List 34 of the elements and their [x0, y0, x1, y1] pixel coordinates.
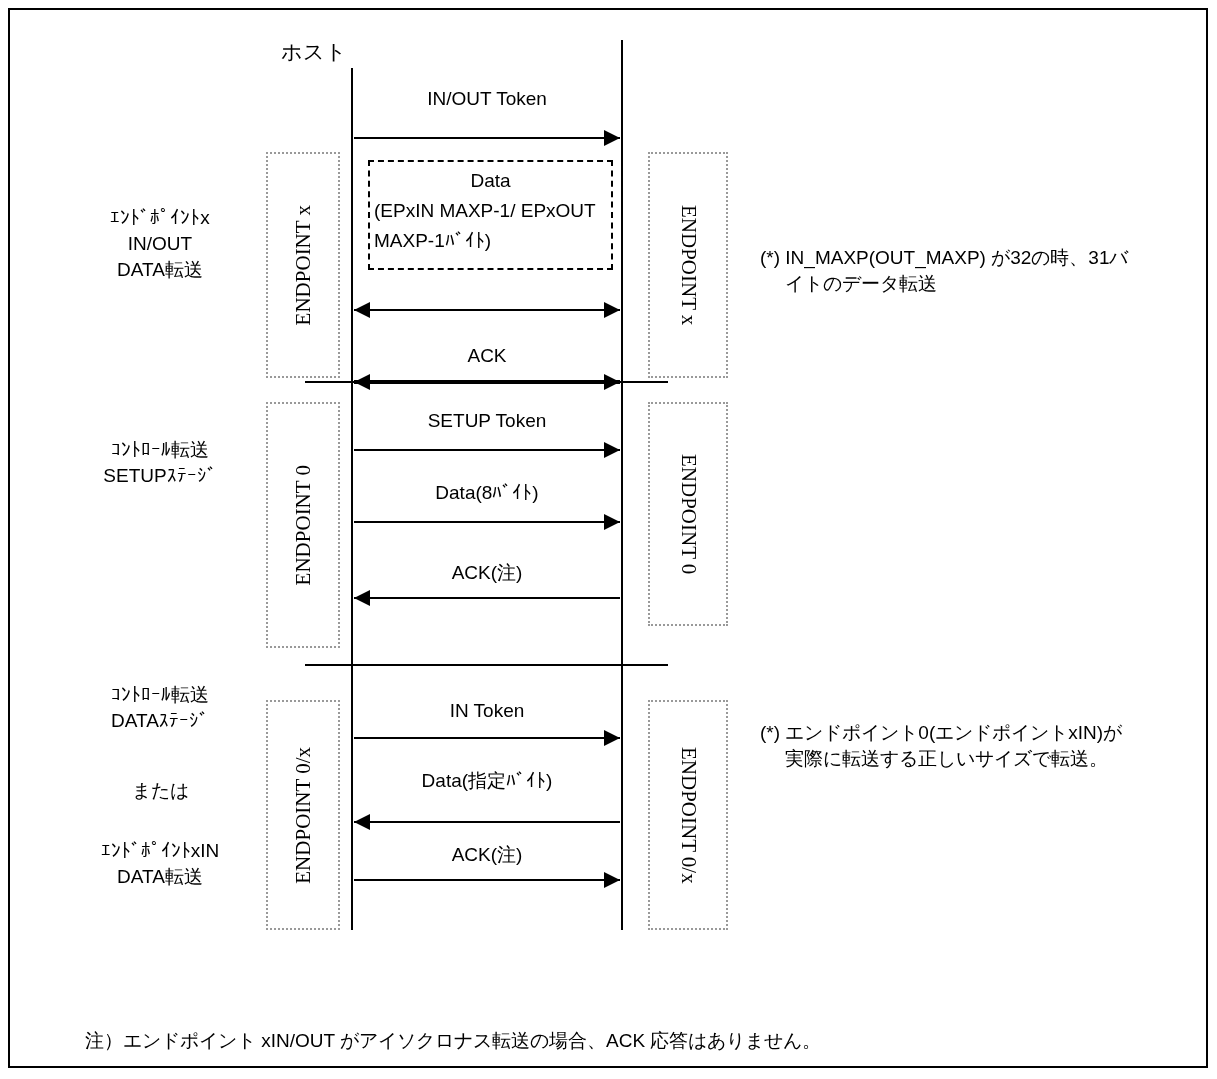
- endpoint-box: [648, 402, 728, 626]
- note-text: (*) エンドポイント0(エンドポイントxIN)が実際に転送する正しいサイズで転送。: [760, 721, 1124, 771]
- lifeline: [621, 40, 623, 930]
- endpoint-box: [266, 152, 340, 378]
- endpoint-box: [266, 700, 340, 930]
- footnote-text: 注）エンドポイント xIN/OUT がアイソクロナス転送の場合、ACK 応答はありません。: [85, 1029, 823, 1053]
- endpoint-box: [648, 152, 728, 378]
- endpoint-label: ENDPOINT 0: [290, 464, 316, 586]
- endpoint-label: ENDPOINT x: [290, 204, 316, 326]
- box-text: (EPxIN MAXP-1/ EPxOUT MAXP-1ﾊﾞｲﾄ): [374, 199, 597, 253]
- phase-label: ｴﾝﾄﾞﾎﾟｲﾝﾄx IN/OUT DATA転送: [110, 206, 210, 282]
- message-arrow: [353, 514, 621, 530]
- endpoint-label: ENDPOINT 0/x: [290, 746, 316, 884]
- message-arrow: [353, 814, 621, 830]
- box-heading: Data: [469, 169, 512, 193]
- lifeline-label: ホスト: [281, 39, 347, 65]
- endpoint-label: ENDPOINT 0: [675, 453, 701, 575]
- message-arrow: [353, 590, 621, 606]
- message-arrow: [353, 130, 621, 146]
- message-arrow: [353, 302, 621, 318]
- endpoint-box: [648, 700, 728, 930]
- data-box: [368, 160, 613, 270]
- note-text: (*) IN_MAXP(OUT_MAXP) が32の時、31バイトのデータ転送: [760, 246, 1130, 296]
- endpoint-box: [266, 402, 340, 648]
- message-arrow: [354, 374, 620, 390]
- message-arrow: [353, 872, 621, 888]
- phase-label: ｺﾝﾄﾛｰﾙ転送 SETUPｽﾃｰｼﾞ: [103, 438, 217, 488]
- phase-label: または: [131, 779, 189, 803]
- endpoint-label: ENDPOINT 0/x: [675, 746, 701, 884]
- message-arrow: [353, 730, 621, 746]
- message-arrow: [353, 442, 621, 458]
- phase-label: ｴﾝﾄﾞﾎﾟｲﾝﾄxIN DATA転送: [100, 839, 220, 889]
- phase-label: ｺﾝﾄﾛｰﾙ転送 DATAｽﾃｰｼﾞ: [111, 683, 209, 733]
- endpoint-label: ENDPOINT x: [675, 204, 701, 326]
